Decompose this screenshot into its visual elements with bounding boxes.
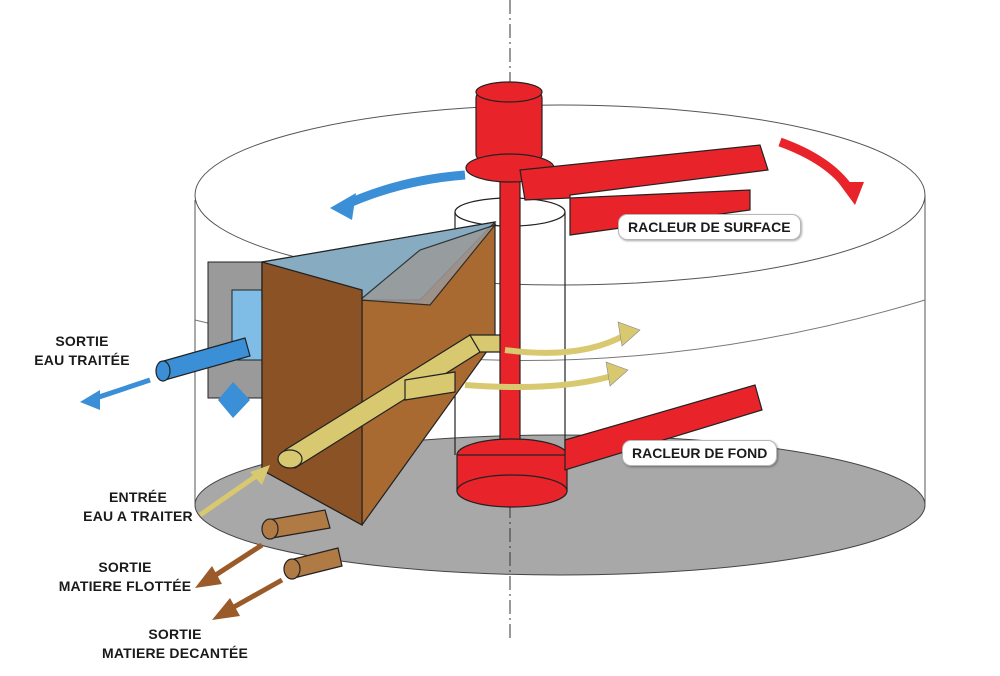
inlet-pipes — [277, 334, 501, 469]
flow-arrow-yellow-1 — [504, 332, 627, 356]
flow-arrow-yellow-2 — [464, 372, 616, 391]
arrow-raw-water-in — [198, 469, 264, 518]
surface-scraper — [519, 144, 769, 236]
treated-water-pipe — [155, 337, 251, 382]
arrow-floated-matter — [206, 542, 264, 583]
rotation-arrow-blue — [343, 170, 466, 210]
label-racleur-surface: RACLEUR DE SURFACE — [618, 214, 801, 240]
level-arrow-blue — [218, 382, 250, 418]
bottom-scraper — [456, 384, 763, 508]
outlet-pipes — [261, 509, 343, 580]
label-racleur-fond: RACLEUR DE FOND — [622, 440, 778, 466]
